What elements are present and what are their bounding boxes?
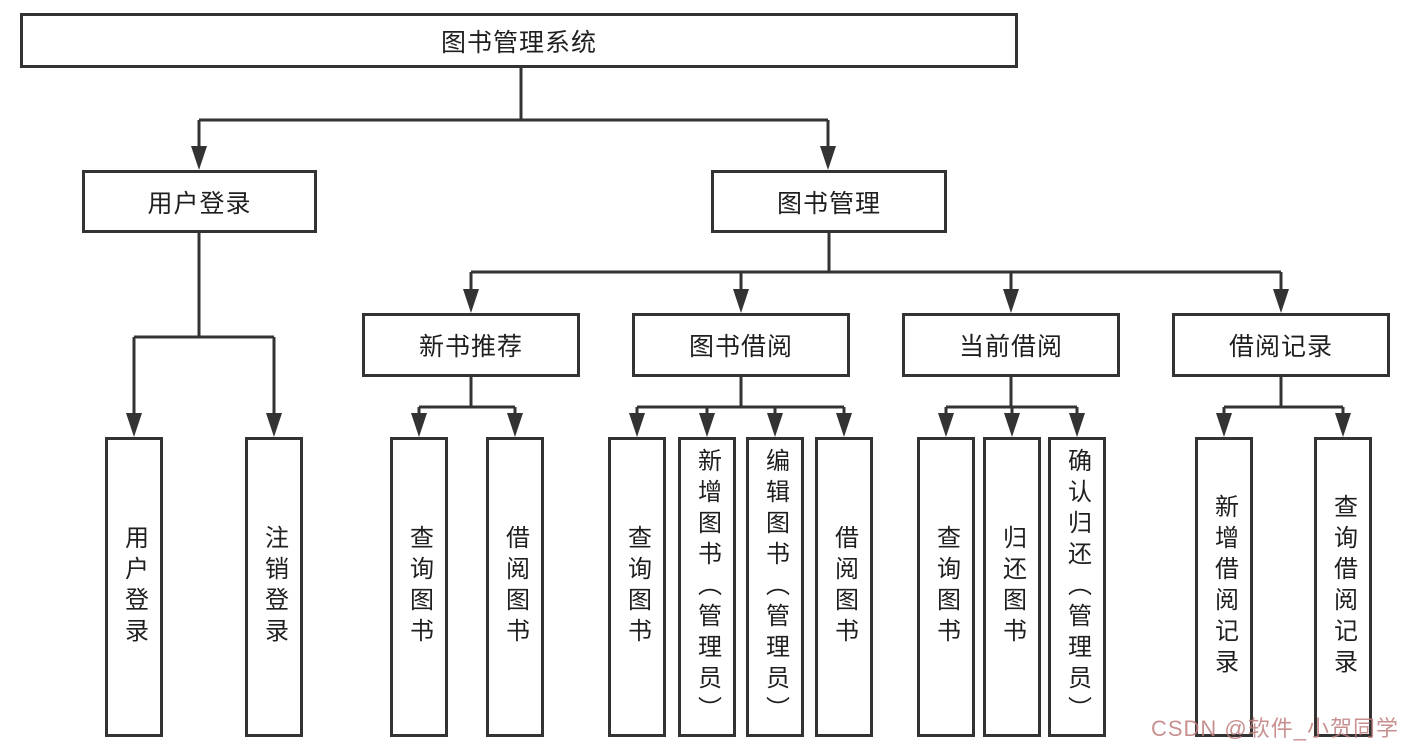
arrowhead-icon bbox=[938, 413, 954, 437]
leaf-label: 借阅图书 bbox=[501, 525, 529, 649]
leaf-label: 借阅图书 bbox=[830, 525, 858, 649]
node-leaf-borrow-book: 借阅图书 bbox=[815, 437, 873, 737]
node-root-label: 图书管理系统 bbox=[440, 28, 597, 57]
arrowhead-icon bbox=[629, 413, 645, 437]
arrowhead-icon bbox=[507, 413, 523, 437]
node-book-management: 图书管理 bbox=[711, 170, 947, 233]
node-leaf-query-book-current: 查询图书 bbox=[917, 437, 975, 737]
connector-book-borrow bbox=[635, 377, 846, 414]
node-leaf-return-book: 归还图书 bbox=[983, 437, 1041, 737]
arrowhead-icon bbox=[1004, 413, 1020, 437]
arrowhead-icon bbox=[733, 289, 749, 313]
node-new-book-recommend: 新书推荐 bbox=[362, 313, 580, 377]
leaf-label: 确认归还（管理员） bbox=[1063, 447, 1091, 727]
connector-current-borrow bbox=[944, 377, 1079, 414]
arrowhead-icon bbox=[126, 413, 142, 437]
connector-root bbox=[197, 68, 830, 148]
node-user-login: 用户登录 bbox=[82, 170, 317, 233]
node-label: 新书推荐 bbox=[418, 333, 523, 361]
arrowhead-icon bbox=[820, 146, 836, 170]
watermark-text: CSDN @软件_小贺同学 bbox=[1150, 716, 1399, 741]
node-leaf-add-book-admin: 新增图书（管理员） bbox=[678, 437, 736, 737]
arrowheads bbox=[126, 146, 1351, 437]
leaf-label: 用户登录 bbox=[120, 525, 148, 649]
node-root: 图书管理系统 bbox=[20, 13, 1018, 68]
node-book-borrow: 图书借阅 bbox=[632, 313, 850, 377]
leaf-label: 查询图书 bbox=[932, 525, 960, 649]
arrowhead-icon bbox=[1003, 289, 1019, 313]
leaf-label: 查询图书 bbox=[405, 525, 433, 649]
connector-new-book bbox=[417, 377, 517, 414]
arrowhead-icon bbox=[836, 413, 852, 437]
arrowhead-icon bbox=[767, 413, 783, 437]
leaf-label: 注销登录 bbox=[260, 525, 288, 649]
arrowhead-icon bbox=[699, 413, 715, 437]
leaf-label: 新增借阅记录 bbox=[1210, 494, 1238, 680]
node-label: 用户登录 bbox=[147, 189, 252, 218]
node-leaf-borrow-book-recommend: 借阅图书 bbox=[486, 437, 544, 737]
connector-book-management bbox=[469, 233, 1283, 290]
node-leaf-query-borrow-record: 查询借阅记录 bbox=[1314, 437, 1372, 737]
node-leaf-edit-book-admin: 编辑图书（管理员） bbox=[746, 437, 804, 737]
node-leaf-logout: 注销登录 bbox=[245, 437, 303, 737]
arrowhead-icon bbox=[266, 413, 282, 437]
connector-borrow-record bbox=[1222, 377, 1345, 414]
node-leaf-user-login: 用户登录 bbox=[105, 437, 163, 737]
arrowhead-icon bbox=[191, 146, 207, 170]
node-label: 图书管理 bbox=[776, 189, 881, 218]
arrowhead-icon bbox=[463, 289, 479, 313]
arrowhead-icon bbox=[1069, 413, 1085, 437]
node-leaf-confirm-return-admin: 确认归还（管理员） bbox=[1048, 437, 1106, 737]
node-leaf-query-book-recommend: 查询图书 bbox=[390, 437, 448, 737]
node-leaf-add-borrow-record: 新增借阅记录 bbox=[1195, 437, 1253, 737]
arrowhead-icon bbox=[1335, 413, 1351, 437]
arrowhead-icon bbox=[1216, 413, 1232, 437]
leaf-label: 查询图书 bbox=[623, 525, 651, 649]
arrowhead-icon bbox=[411, 413, 427, 437]
node-current-borrow: 当前借阅 bbox=[902, 313, 1120, 377]
node-label: 图书借阅 bbox=[688, 333, 793, 361]
arrowhead-icon bbox=[1273, 289, 1289, 313]
connector-user-login bbox=[132, 233, 276, 414]
leaf-label: 编辑图书（管理员） bbox=[761, 447, 789, 727]
node-borrow-record: 借阅记录 bbox=[1172, 313, 1390, 377]
leaf-label: 归还图书 bbox=[998, 525, 1026, 649]
node-label: 借阅记录 bbox=[1228, 333, 1333, 361]
node-leaf-query-book-borrow: 查询图书 bbox=[608, 437, 666, 737]
leaf-label: 查询借阅记录 bbox=[1329, 494, 1357, 680]
node-label: 当前借阅 bbox=[958, 333, 1063, 361]
leaf-label: 新增图书（管理员） bbox=[693, 447, 721, 727]
